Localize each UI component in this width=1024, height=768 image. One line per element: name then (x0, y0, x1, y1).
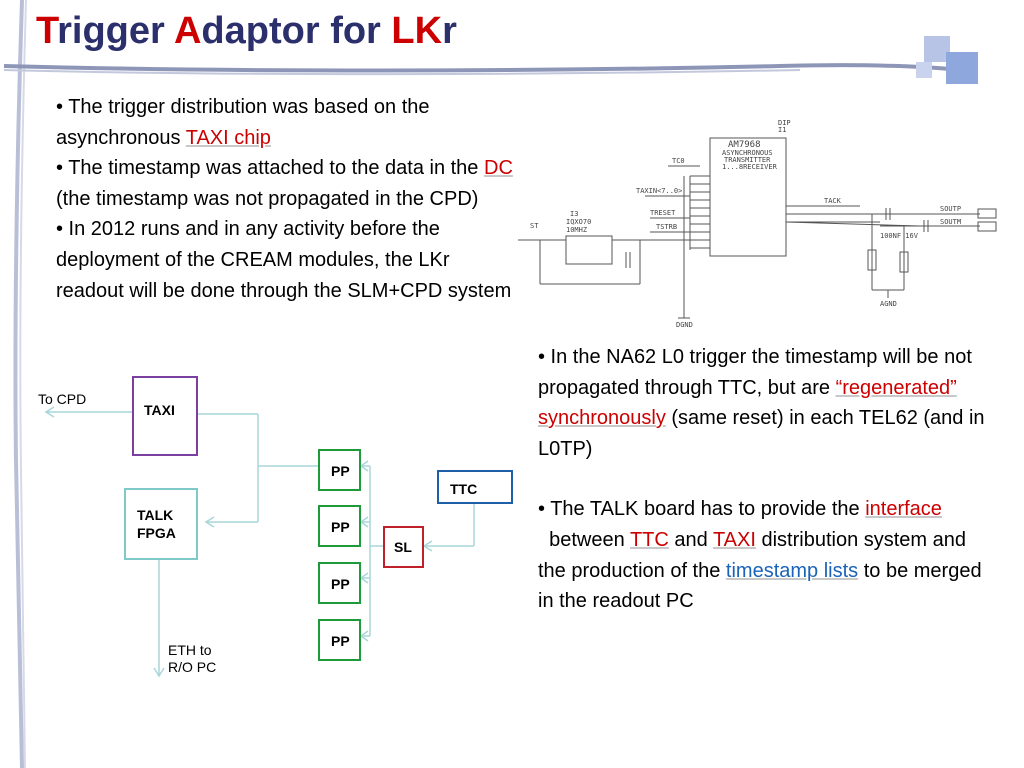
schematic-label: TRESET (650, 209, 676, 217)
schematic-label: I1 (778, 126, 786, 134)
to-cpd-label: To CPD (38, 391, 87, 407)
bullet-text: • The trigger distribution was based on … (56, 96, 430, 149)
right-bullet-list: • In the NA62 L0 trigger the timestamp w… (538, 342, 988, 617)
bullet-text: and (668, 528, 713, 551)
left-bullet-list: • The trigger distribution was based on … (56, 92, 521, 306)
ttc-block: TTC (437, 470, 513, 504)
schematic-label: 100NF 16V (880, 232, 919, 240)
bullet-na62-l0: • In the NA62 L0 trigger the timestamp w… (538, 342, 988, 464)
schematic-chip-label: AM7968 (728, 140, 761, 150)
schematic-label: ASYNCHRONOUS (722, 149, 773, 157)
schematic-label: 1...8RECEIVER (722, 163, 778, 171)
highlight-regenerated: “regenerated” synchronously (538, 376, 957, 430)
pp-label: PP (331, 576, 350, 592)
schematic-label: SOUTP (940, 205, 961, 213)
schematic-label: TAXIN<7..0> (636, 187, 682, 195)
bullet-text: • The TALK board has to provide the (538, 498, 866, 521)
pp-label: PP (331, 519, 350, 535)
schematic-label: I3 (570, 210, 578, 218)
pp-label: PP (331, 633, 350, 649)
schematic-label: TC0 (672, 157, 685, 165)
highlight-dc: DC (484, 157, 513, 180)
bullet-taxi-chip: • The trigger distribution was based on … (56, 92, 521, 153)
highlight-timestamp-lists: timestamp lists (725, 559, 859, 582)
pp-block-3: PP (318, 562, 361, 604)
schematic-label: TRANSMITTER (724, 156, 771, 164)
highlight-taxi-chip: TAXI chip (185, 126, 271, 149)
talk-fpga-block: TALK FPGA (124, 488, 198, 560)
bullet-timestamp-dc: • The timestamp was attached to the data… (56, 153, 521, 214)
schematic-label: ST (530, 222, 539, 230)
schematic-label: 10MHZ (566, 226, 587, 234)
bullet-text: • The timestamp was attached to the data… (56, 157, 484, 180)
schematic-label: IQXO70 (566, 218, 591, 226)
taxi-block-label: TAXI (144, 402, 175, 418)
pp-block-4: PP (318, 619, 361, 661)
schematic-label: SOUTM (940, 218, 961, 226)
talk-fpga-block-label: TALK FPGA (137, 507, 176, 541)
schematic-label: DGND (676, 321, 693, 329)
schematic-label: AGND (880, 300, 897, 308)
highlight-interface: interface (865, 498, 942, 521)
title-part: r (442, 10, 457, 52)
title-initial-lk: LK (391, 10, 443, 52)
bullet-text: (same reset) in each TEL62 (and in L0TP) (538, 407, 985, 460)
sl-label: SL (394, 539, 412, 555)
bullet-text: between (538, 528, 630, 551)
title-part: rigger (57, 10, 174, 52)
schematic-label: TACK (824, 197, 842, 205)
bullet-text: • In 2012 runs and in any activity befor… (56, 218, 512, 302)
bullet-text: • In the NA62 L0 trigger the timestamp w… (538, 346, 972, 399)
pp-label: PP (331, 463, 350, 479)
bullet-talk-board: • The TALK board has to provide the inte… (538, 494, 988, 616)
taxi-block: TAXI (132, 376, 198, 456)
ttc-label: TTC (450, 481, 478, 497)
highlight-taxi: TAXI (712, 528, 756, 551)
pp-block-1: PP (318, 449, 361, 491)
pp-block-2: PP (318, 505, 361, 547)
bullet-2012-runs: • In 2012 runs and in any activity befor… (56, 214, 521, 306)
bullet-text: (the timestamp was not propagated in the… (56, 187, 479, 210)
bullet-text: distribution system and the production o… (538, 528, 967, 582)
sl-block: SL (383, 526, 424, 568)
schematic-label: TSTRB (656, 223, 677, 231)
title-part: daptor for (201, 10, 392, 52)
bullet-text: to be merged in the readout PC (538, 559, 982, 613)
highlight-ttc: TTC (629, 528, 669, 551)
title-initial-t: T (36, 10, 58, 52)
title-initial-a: A (173, 10, 202, 52)
slide-title: Trigger Adaptor for LKr (36, 10, 457, 53)
schematic-label: DIP (778, 119, 791, 127)
eth-label: ETH to R/O PC (168, 642, 217, 675)
